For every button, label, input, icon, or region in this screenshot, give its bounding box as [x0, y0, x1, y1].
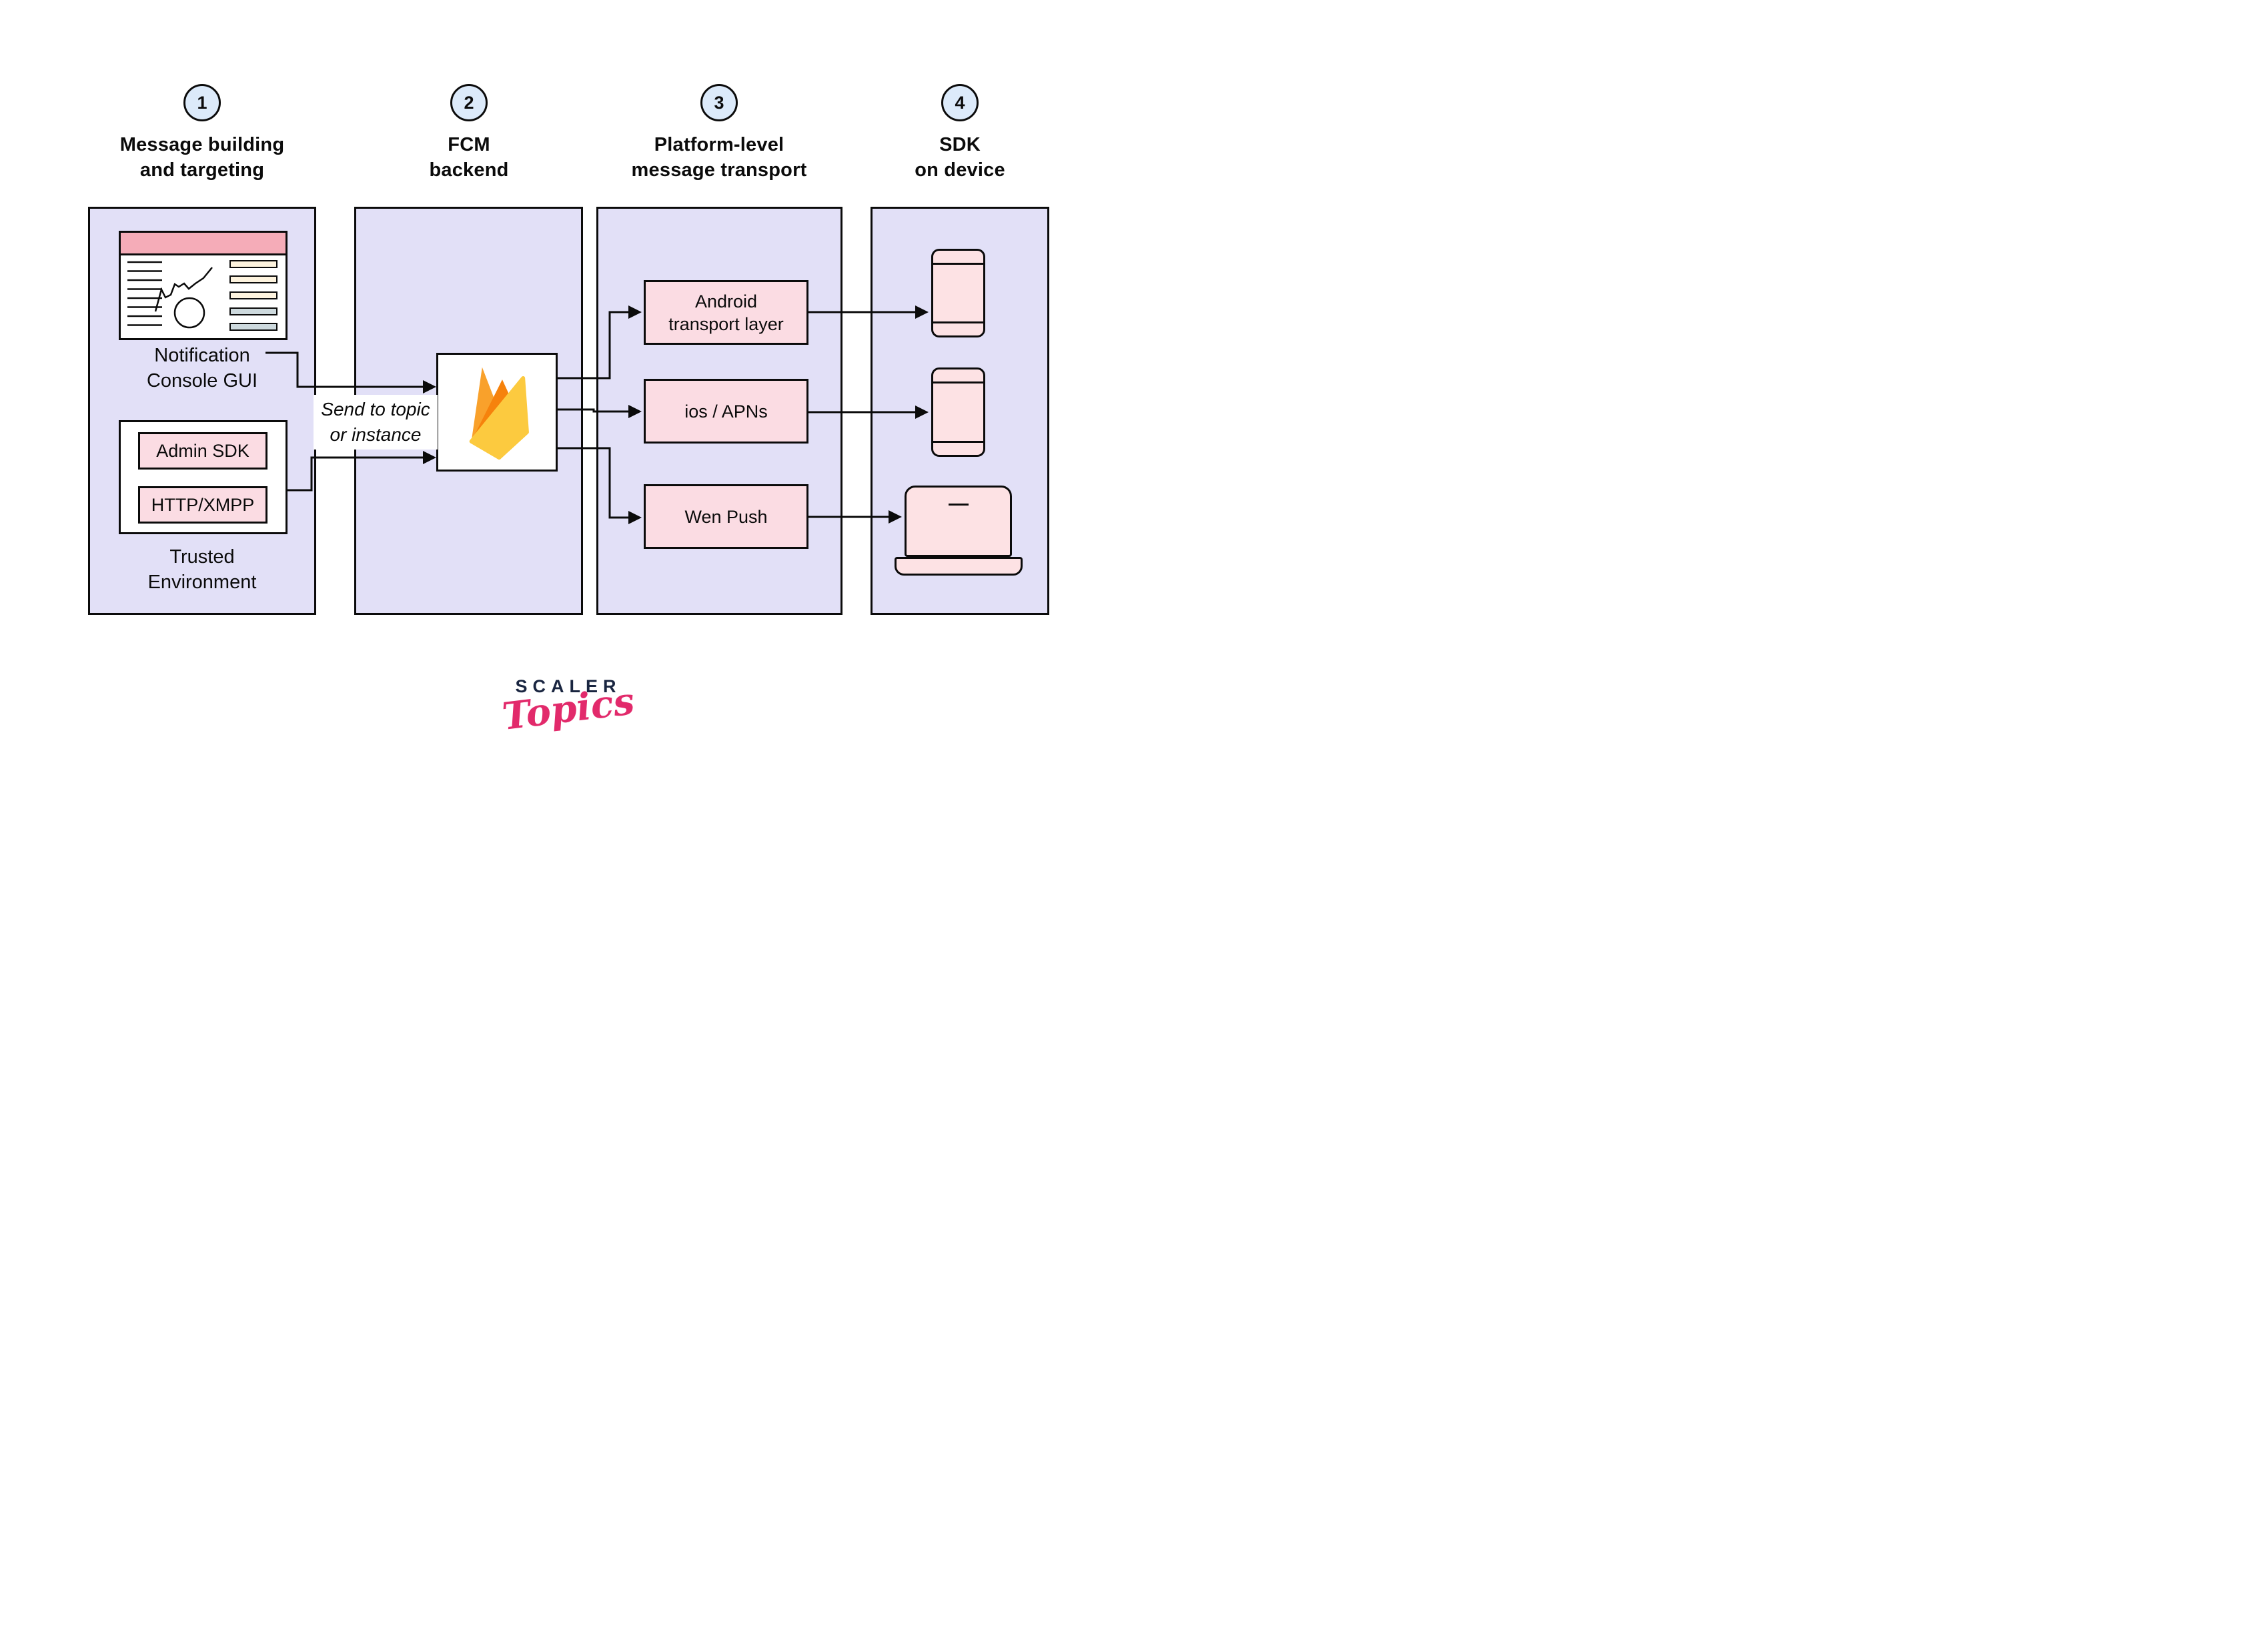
step-2-title: FCM backend [429, 134, 509, 181]
step-3-badge: 3 [700, 84, 738, 121]
console-gui-titlebar [121, 233, 286, 255]
trusted-environment-label: Trusted Environment [147, 546, 257, 593]
step-1-title: Message building and targeting [119, 134, 285, 181]
step-2-number: 2 [464, 92, 474, 113]
step-4-header: 4 SDK on device [846, 84, 1073, 183]
step-3-title: Platform-level message transport [631, 134, 807, 181]
android-transport-box: Android transport layer [644, 280, 808, 345]
http-xmpp-box: HTTP/XMPP [138, 486, 267, 524]
laptop-dash [949, 504, 969, 506]
step-3-header: 3 Platform-level message transport [606, 84, 832, 183]
web-push-box: Wen Push [644, 484, 808, 549]
smartphone-icon-2 [931, 367, 985, 457]
step-1-number: 1 [197, 92, 207, 113]
console-gui-content [127, 260, 277, 331]
step-4-title: SDK on device [915, 134, 1005, 181]
console-gui-label: Notification Console GUI [146, 345, 257, 391]
step-1-badge: 1 [183, 84, 221, 121]
step-3-number: 3 [714, 92, 724, 113]
chart-circle [173, 297, 205, 329]
scaler-logo-brand: SCALER [515, 676, 622, 696]
firebase-box [436, 353, 558, 472]
step-4-badge: 4 [941, 84, 979, 121]
step-4-number: 4 [955, 92, 965, 113]
admin-sdk-box: Admin SDK [138, 432, 267, 470]
step-2-badge: 2 [450, 84, 488, 121]
chart-squiggle [154, 267, 213, 312]
console-gui-icon [119, 231, 288, 340]
fcm-architecture-diagram: 1 Message building and targeting 2 FCM b… [0, 0, 1134, 822]
ios-apns-box: ios / APNs [644, 379, 808, 444]
laptop-icon [905, 486, 1012, 557]
smartphone-icon [931, 249, 985, 337]
send-to-topic-label: Send to topic or instance [314, 395, 438, 450]
step-1-header: 1 Message building and targeting [89, 84, 316, 183]
step-2-header: 2 FCM backend [356, 84, 582, 183]
firebase-flame-icon [469, 367, 529, 460]
laptop-base [895, 557, 1023, 576]
